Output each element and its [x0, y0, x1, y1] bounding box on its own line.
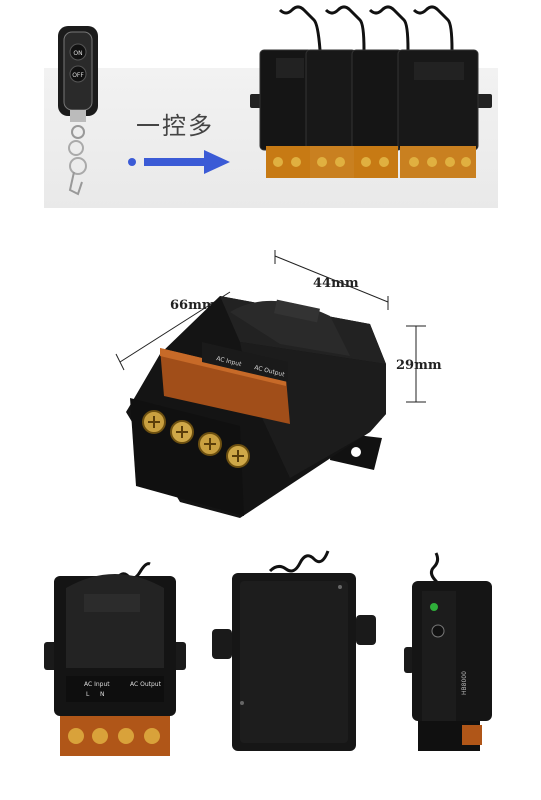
back-view-image — [212, 550, 376, 751]
front-view-image: AC Input AC Output L N — [44, 562, 186, 756]
dimension-height: 29mm — [396, 358, 442, 373]
remote-on-label: ON — [73, 50, 82, 57]
remote-control-image: ON OFF — [58, 26, 98, 196]
front-input-label: AC Input — [84, 681, 110, 688]
blue-arrow-icon — [128, 150, 230, 174]
front-output-label: AC Output — [130, 681, 162, 688]
caption-one-to-many: 一控多 — [136, 112, 214, 140]
front-n-label: N — [100, 691, 105, 698]
side-view-image: HB8000 — [404, 552, 492, 751]
dimension-length: 66mm — [170, 298, 216, 313]
front-l-label: L — [86, 691, 90, 698]
dimension-lines — [115, 250, 426, 403]
dimension-width: 44mm — [313, 276, 359, 291]
remote-off-label: OFF — [72, 72, 84, 79]
receiver-group-image — [250, 5, 492, 178]
side-model-label: HB8000 — [461, 671, 468, 695]
main-receiver-image: AC Input AC Output — [126, 296, 386, 518]
